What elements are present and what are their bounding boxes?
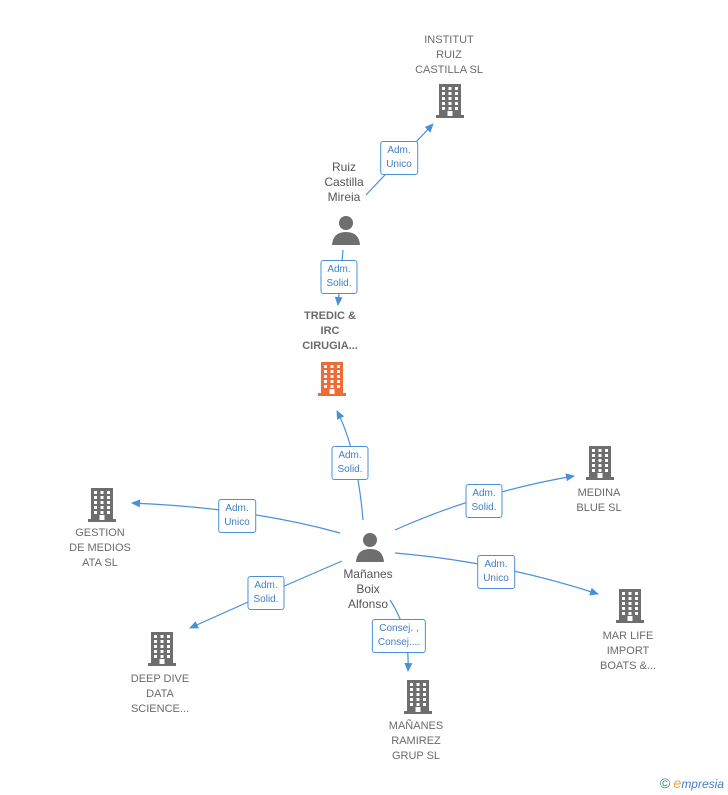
edge-badge-manyanes-deepdive: Adm.Solid. [247,576,285,610]
edge-badge-ruiz-institut: Adm.Unico [380,141,418,175]
manyanes-person-icon[interactable] [355,532,385,567]
tredic-building-icon[interactable] [317,362,347,401]
edge-badge-manyanes-gestion: Adm.Unico [218,499,256,533]
empresia-watermark: © empresia [659,775,724,791]
edge-badge-ruiz-tredic: Adm.Solid. [320,260,358,294]
edge-badge-manyanes-ramirez: Consej. ,Consej.... [371,619,427,653]
ruiz-person-icon[interactable] [331,215,361,250]
edge-badge-manyanes-tredic: Adm.Solid. [331,446,369,480]
deepdive-building-icon[interactable] [147,632,177,671]
gestion-building-icon[interactable] [87,488,117,527]
edge-badge-manyanes-medina: Adm.Solid. [465,484,503,518]
institut-building-icon[interactable] [435,84,465,123]
edge-badge-manyanes-marlife: Adm.Unico [477,555,515,589]
medina-building-icon[interactable] [585,446,615,485]
marlife-building-icon[interactable] [615,589,645,628]
ramirez-building-icon[interactable] [403,680,433,719]
